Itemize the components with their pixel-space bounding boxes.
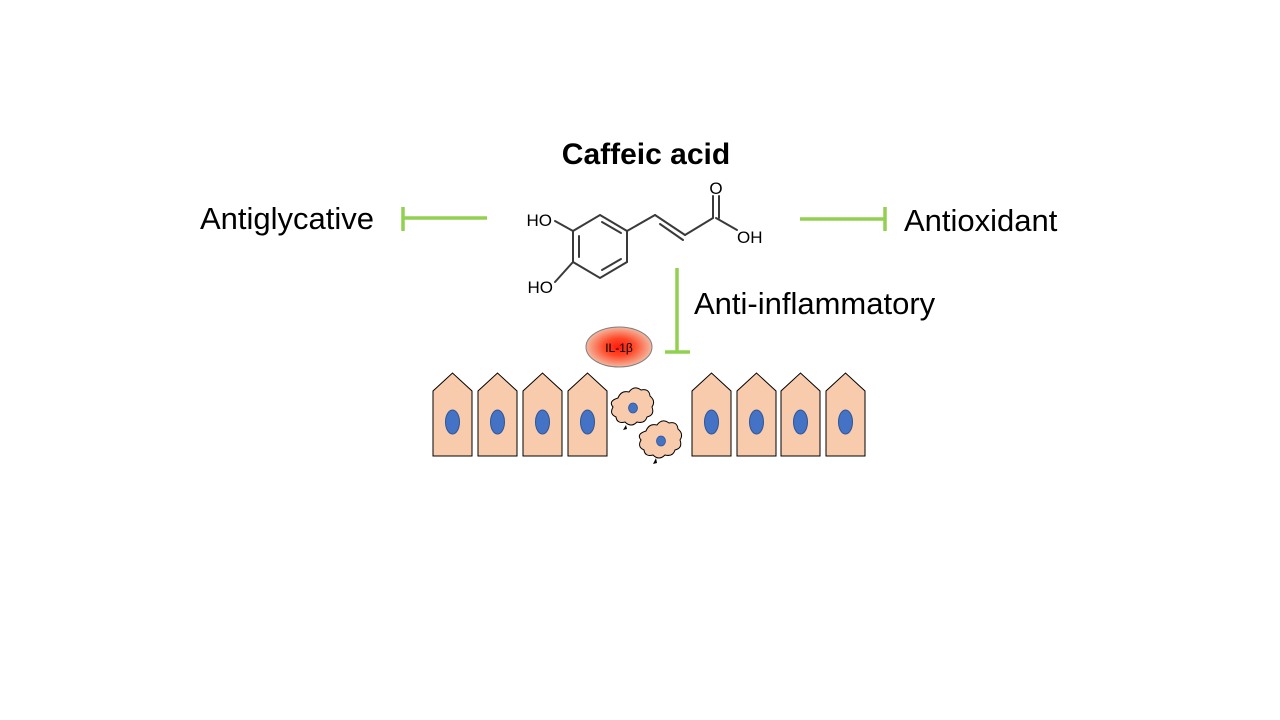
damaged-cell [638,420,683,464]
cell-nucleus [749,409,764,435]
epithelial-cell-layer [432,372,866,457]
cell-nucleus [490,409,505,435]
epithelial-cell [477,372,518,457]
inhibition-arrow-right [800,207,887,231]
cell-nucleus [445,409,460,435]
inhibition-arrow-left [401,207,487,231]
cell-nucleus [838,409,853,435]
antioxidant-label: Antioxidant [904,203,1058,238]
epithelial-cell [567,372,608,457]
atom-label-ho-top: HO [527,211,553,230]
epithelial-cell [780,372,821,457]
cell-nucleus [793,409,808,435]
epithelial-cell [522,372,563,457]
epithelial-cell [691,372,732,457]
epithelial-cell [736,372,777,457]
inhibition-arrow-bottom [665,268,690,354]
il1b-cytokine: IL-1β [585,326,653,368]
atom-label-o: O [709,179,722,198]
title: Caffeic acid [562,138,730,171]
epithelial-cell [432,372,473,457]
anti-inflammatory-label: Anti-inflammatory [694,286,936,321]
cell-nucleus [704,409,719,435]
atom-label-ho-bottom: HO [528,278,554,297]
cell-nucleus [535,409,550,435]
damaged-cell [610,387,655,430]
antiglycative-label: Antiglycative [200,201,374,236]
epithelial-cell [825,372,866,457]
atom-label-oh: OH [737,228,763,247]
cell-nucleus [580,409,595,435]
caffeic-acid-structure [554,195,738,283]
il1b-label: IL-1β [605,341,633,355]
